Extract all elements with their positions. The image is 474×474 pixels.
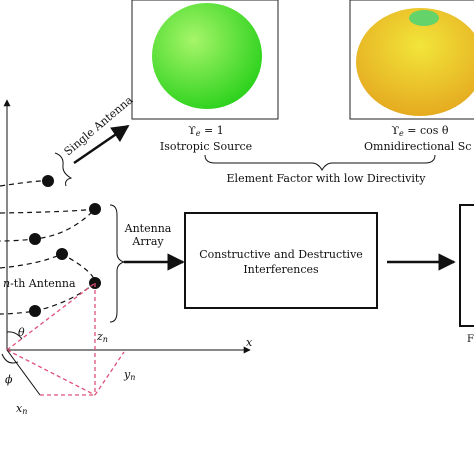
antenna-element: [89, 203, 101, 215]
interference-box: [184, 212, 378, 309]
interference-line-1: Constructive and Destructive: [199, 248, 363, 261]
antenna-element: [29, 233, 41, 245]
position-vector: [6, 282, 96, 351]
phi-label: ϕ: [5, 373, 13, 386]
antenna-array-label-1: Antenna: [124, 222, 172, 235]
single-antenna-brace: [54, 152, 73, 187]
antenna-element: [56, 248, 68, 260]
nth-antenna-label: n-th Antenna: [3, 277, 76, 290]
loop-2: [0, 208, 97, 242]
x-n-label: xn: [16, 402, 27, 416]
antenna-elements: [29, 175, 101, 317]
torus-hole: [409, 10, 439, 26]
omnidirectional-caption: Omnidirectional Sc: [364, 140, 471, 153]
theta-arc: [6, 331, 23, 340]
y-n-label: yn: [123, 368, 135, 382]
projection-to-origin: [6, 349, 96, 396]
antenna-array-label-2: Array: [131, 235, 164, 248]
projection-geometry: [6, 282, 125, 396]
omnidirectional-formula: ϒe = cos θ: [391, 124, 448, 138]
single-antenna-label: Single Antenna: [62, 93, 136, 158]
output-box-partial: [459, 204, 474, 327]
z-n-label: zn: [96, 330, 108, 344]
x-axis-label: x: [246, 336, 253, 349]
isotropic-sphere: [152, 3, 262, 109]
interference-line-2: Interferences: [243, 263, 319, 276]
single-antenna-arrow: [73, 124, 130, 165]
theta-label: θ: [18, 326, 25, 339]
antenna-element: [29, 305, 41, 317]
antenna-element: [42, 175, 54, 187]
isotropic-caption: Isotropic Source: [160, 140, 252, 153]
omnidirectional-pattern-panel: [349, 0, 474, 120]
element-factor-brace: [204, 154, 436, 172]
phi-arc: [1, 353, 19, 364]
y-axis: [6, 349, 41, 396]
isotropic-formula: ϒe = 1: [188, 124, 224, 138]
isotropic-pattern-panel: [131, 0, 279, 120]
projection-y: [94, 351, 125, 396]
antenna-array-brace: [109, 204, 126, 323]
element-factor-label: Element Factor with low Directivity: [227, 172, 427, 185]
output-box-label-partial: F: [467, 334, 474, 345]
omnidirectional-torus: [356, 8, 474, 116]
